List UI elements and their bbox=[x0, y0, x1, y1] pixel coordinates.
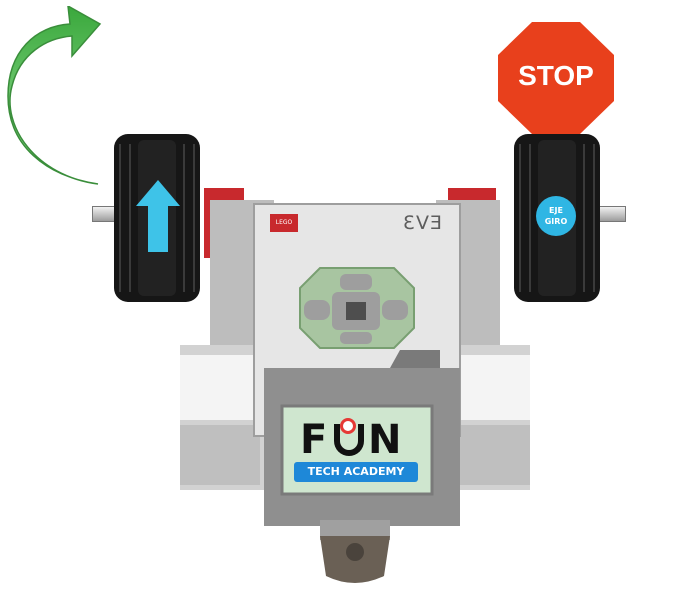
model-label: EV3 bbox=[401, 212, 443, 234]
stop-label: STOP bbox=[518, 60, 594, 91]
right-axle bbox=[598, 206, 626, 222]
curved-arrow-icon bbox=[6, 6, 106, 188]
logo-dot-icon bbox=[340, 418, 356, 434]
stop-sign: STOP bbox=[498, 22, 614, 134]
axis-badge-line1: EJE bbox=[549, 206, 563, 215]
logo-subtitle: TECH ACADEMY bbox=[294, 462, 418, 482]
fun-tech-academy-logo: F N TECH ACADEMY bbox=[294, 417, 418, 488]
up-arrow-icon bbox=[136, 180, 180, 252]
ev3-robot bbox=[170, 180, 540, 588]
logo-letter-n: N bbox=[368, 417, 402, 463]
logo-letter-f: F bbox=[300, 417, 328, 463]
axis-badge-line2: GIRO bbox=[544, 217, 568, 226]
brand-badge: LEGO bbox=[270, 214, 298, 232]
right-wheel bbox=[514, 134, 600, 302]
axis-badge: EJE GIRO bbox=[536, 196, 576, 236]
left-wheel bbox=[114, 134, 200, 302]
logo-letter-u bbox=[334, 424, 364, 456]
